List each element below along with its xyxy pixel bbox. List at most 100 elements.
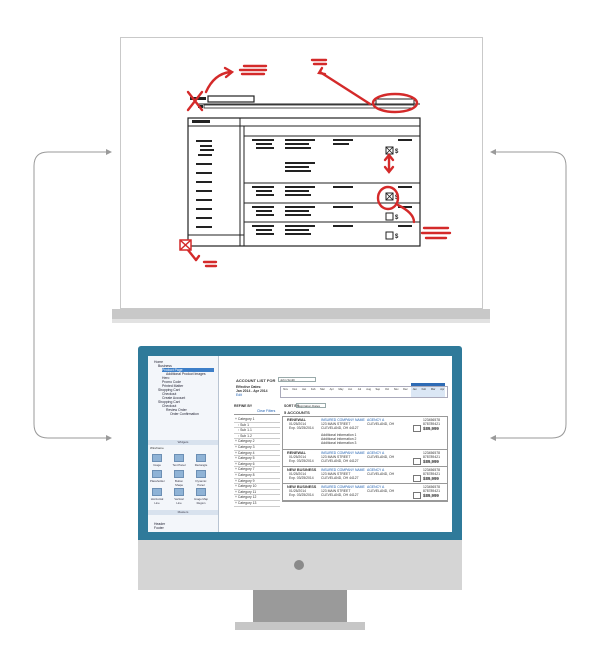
- category-item[interactable]: + Category 12: [234, 495, 280, 501]
- category-item[interactable]: ▫ Sub 1: [234, 423, 280, 429]
- timeline-month[interactable]: Feb: [421, 388, 427, 391]
- widget-image[interactable]: Image: [150, 454, 164, 467]
- page-canvas: ACCOUNT LIST FOR John Smith Effective Da…: [220, 356, 452, 532]
- widget-button-shape[interactable]: Button Shape: [172, 470, 186, 487]
- timeline-month[interactable]: May: [338, 388, 344, 391]
- search-input[interactable]: John Smith: [278, 377, 316, 382]
- timeline-month[interactable]: Jan: [301, 388, 307, 391]
- timeline-month[interactable]: Dec: [403, 388, 408, 391]
- power-button-icon: [294, 560, 304, 570]
- sort-select[interactable]: Expiration Dates: [296, 403, 326, 408]
- edit-link[interactable]: Edit: [236, 393, 242, 397]
- insured-company: INSURED COMPANY NAME: [321, 451, 365, 455]
- widget-placeholder[interactable]: Placeholder: [150, 470, 165, 483]
- tree-item[interactable]: Additional Product Images: [166, 372, 206, 376]
- tree-item[interactable]: Printed Matter: [162, 384, 184, 388]
- tree-item[interactable]: Hero: [162, 376, 170, 380]
- tree-item[interactable]: Review Order: [166, 408, 187, 412]
- account-note: Additional information 1: [321, 433, 357, 437]
- agency-name: AGENCY A: [367, 451, 385, 455]
- select-checkbox-icon[interactable]: [413, 492, 421, 499]
- timeline-month[interactable]: Nov: [393, 388, 399, 391]
- widget-image-map-region[interactable]: Image Map Region: [194, 488, 208, 505]
- category-item[interactable]: + Category 4: [234, 451, 280, 457]
- agency-city: CLEVELAND, OH: [367, 422, 395, 426]
- category-item[interactable]: + Category 8: [234, 473, 280, 479]
- widget-horizontal-line[interactable]: Horizontal Line: [150, 488, 164, 505]
- insured-street: 123 MAIN STREET: [321, 422, 351, 426]
- tree-item[interactable]: Promo Code: [162, 380, 182, 384]
- widget-vertical-line[interactable]: Vertical Line: [172, 488, 186, 505]
- category-item[interactable]: + Category 10: [234, 484, 280, 490]
- account-note: Additional information 2: [321, 437, 357, 441]
- timeline-month[interactable]: Mar: [430, 388, 436, 391]
- timeline-month[interactable]: Nov: [283, 388, 288, 391]
- account-type: RENEWAL: [287, 451, 306, 455]
- account-premium: $89,999: [423, 426, 439, 431]
- svg-text:$: $: [395, 234, 399, 240]
- agency-city: CLEVELAND, OH: [367, 455, 395, 459]
- category-item[interactable]: + Category 2: [234, 439, 280, 445]
- tree-item[interactable]: Shopping Cart: [158, 400, 180, 404]
- divider: [234, 414, 280, 415]
- tree-item[interactable]: Shopping Cart: [158, 388, 180, 392]
- timeline-month[interactable]: Jul: [357, 388, 362, 391]
- accounts-count: 5 ACCOUNTS: [284, 410, 310, 415]
- widget-rectangle[interactable]: Rectangle: [194, 454, 208, 467]
- clear-filters-link[interactable]: Clear Filters: [257, 409, 276, 413]
- select-checkbox-icon[interactable]: [413, 475, 421, 482]
- tree-item[interactable]: Home: [154, 360, 164, 364]
- category-item[interactable]: + Category 11: [234, 490, 280, 496]
- insured-street: 123 MAIN STREET: [321, 489, 351, 493]
- timeline-month[interactable]: Aug: [366, 388, 371, 391]
- select-checkbox-icon[interactable]: [413, 458, 421, 465]
- category-item[interactable]: + Category 13: [234, 501, 280, 507]
- widgets-filter[interactable]: Wireframe: [150, 446, 164, 450]
- timeline-month[interactable]: Mar: [320, 388, 325, 391]
- timeline-month[interactable]: Apr: [440, 388, 445, 391]
- tree-item[interactable]: Order Confirmation: [170, 412, 199, 416]
- sort-by-label: SORT BY: [284, 404, 300, 408]
- effective-dates-label: Effective Dates:: [236, 385, 262, 389]
- account-number: 123456578: [423, 468, 440, 472]
- category-item[interactable]: + Category 6: [234, 462, 280, 468]
- tree-item[interactable]: Checkout: [162, 392, 177, 396]
- category-item[interactable]: ▫ Sub 1.1: [234, 428, 280, 434]
- tree-item-selected[interactable]: Product Page: [162, 368, 214, 372]
- category-item[interactable]: + Category 1: [234, 417, 280, 423]
- tree-item[interactable]: Business: [158, 364, 172, 368]
- timeline-month[interactable]: Jun: [348, 388, 353, 391]
- account-premium: $89,999: [423, 476, 439, 481]
- master-item[interactable]: Footer: [154, 526, 164, 530]
- timeline-month[interactable]: Sep: [375, 388, 381, 391]
- insured-street: 123 MAIN STREET: [321, 455, 351, 459]
- timeline-month[interactable]: Jan: [412, 388, 417, 391]
- category-item[interactable]: + Category 5: [234, 456, 280, 462]
- timeline-month[interactable]: Dec: [292, 388, 298, 391]
- tree-item[interactable]: Checkout: [162, 404, 177, 408]
- tree-item[interactable]: Create Account: [162, 396, 186, 400]
- timeline-month[interactable]: Apr: [329, 388, 334, 391]
- category-item[interactable]: + Category 9: [234, 479, 280, 485]
- timeline-month[interactable]: Oct: [384, 388, 390, 391]
- widget-dynamic-panel[interactable]: Dynamic Panel: [194, 470, 208, 487]
- agency-name: AGENCY A: [367, 418, 385, 422]
- select-checkbox-icon[interactable]: [413, 425, 421, 432]
- category-item[interactable]: + Category 7: [234, 467, 280, 473]
- timeline-selection[interactable]: [411, 383, 445, 386]
- timeline-month[interactable]: Feb: [311, 388, 316, 391]
- insured-city: CLEVELAND, OH 44127: [321, 426, 359, 430]
- insured-city: CLEVELAND, OH 44127: [321, 459, 359, 463]
- account-type: NEW BUSINESS: [287, 468, 317, 472]
- widget-text-panel[interactable]: Text Panel: [172, 454, 186, 467]
- category-item[interactable]: + Category 3: [234, 445, 280, 451]
- category-item[interactable]: ▫ Sub 1.2: [234, 434, 280, 440]
- timeline-range: [411, 387, 445, 397]
- master-item[interactable]: Header: [154, 522, 166, 526]
